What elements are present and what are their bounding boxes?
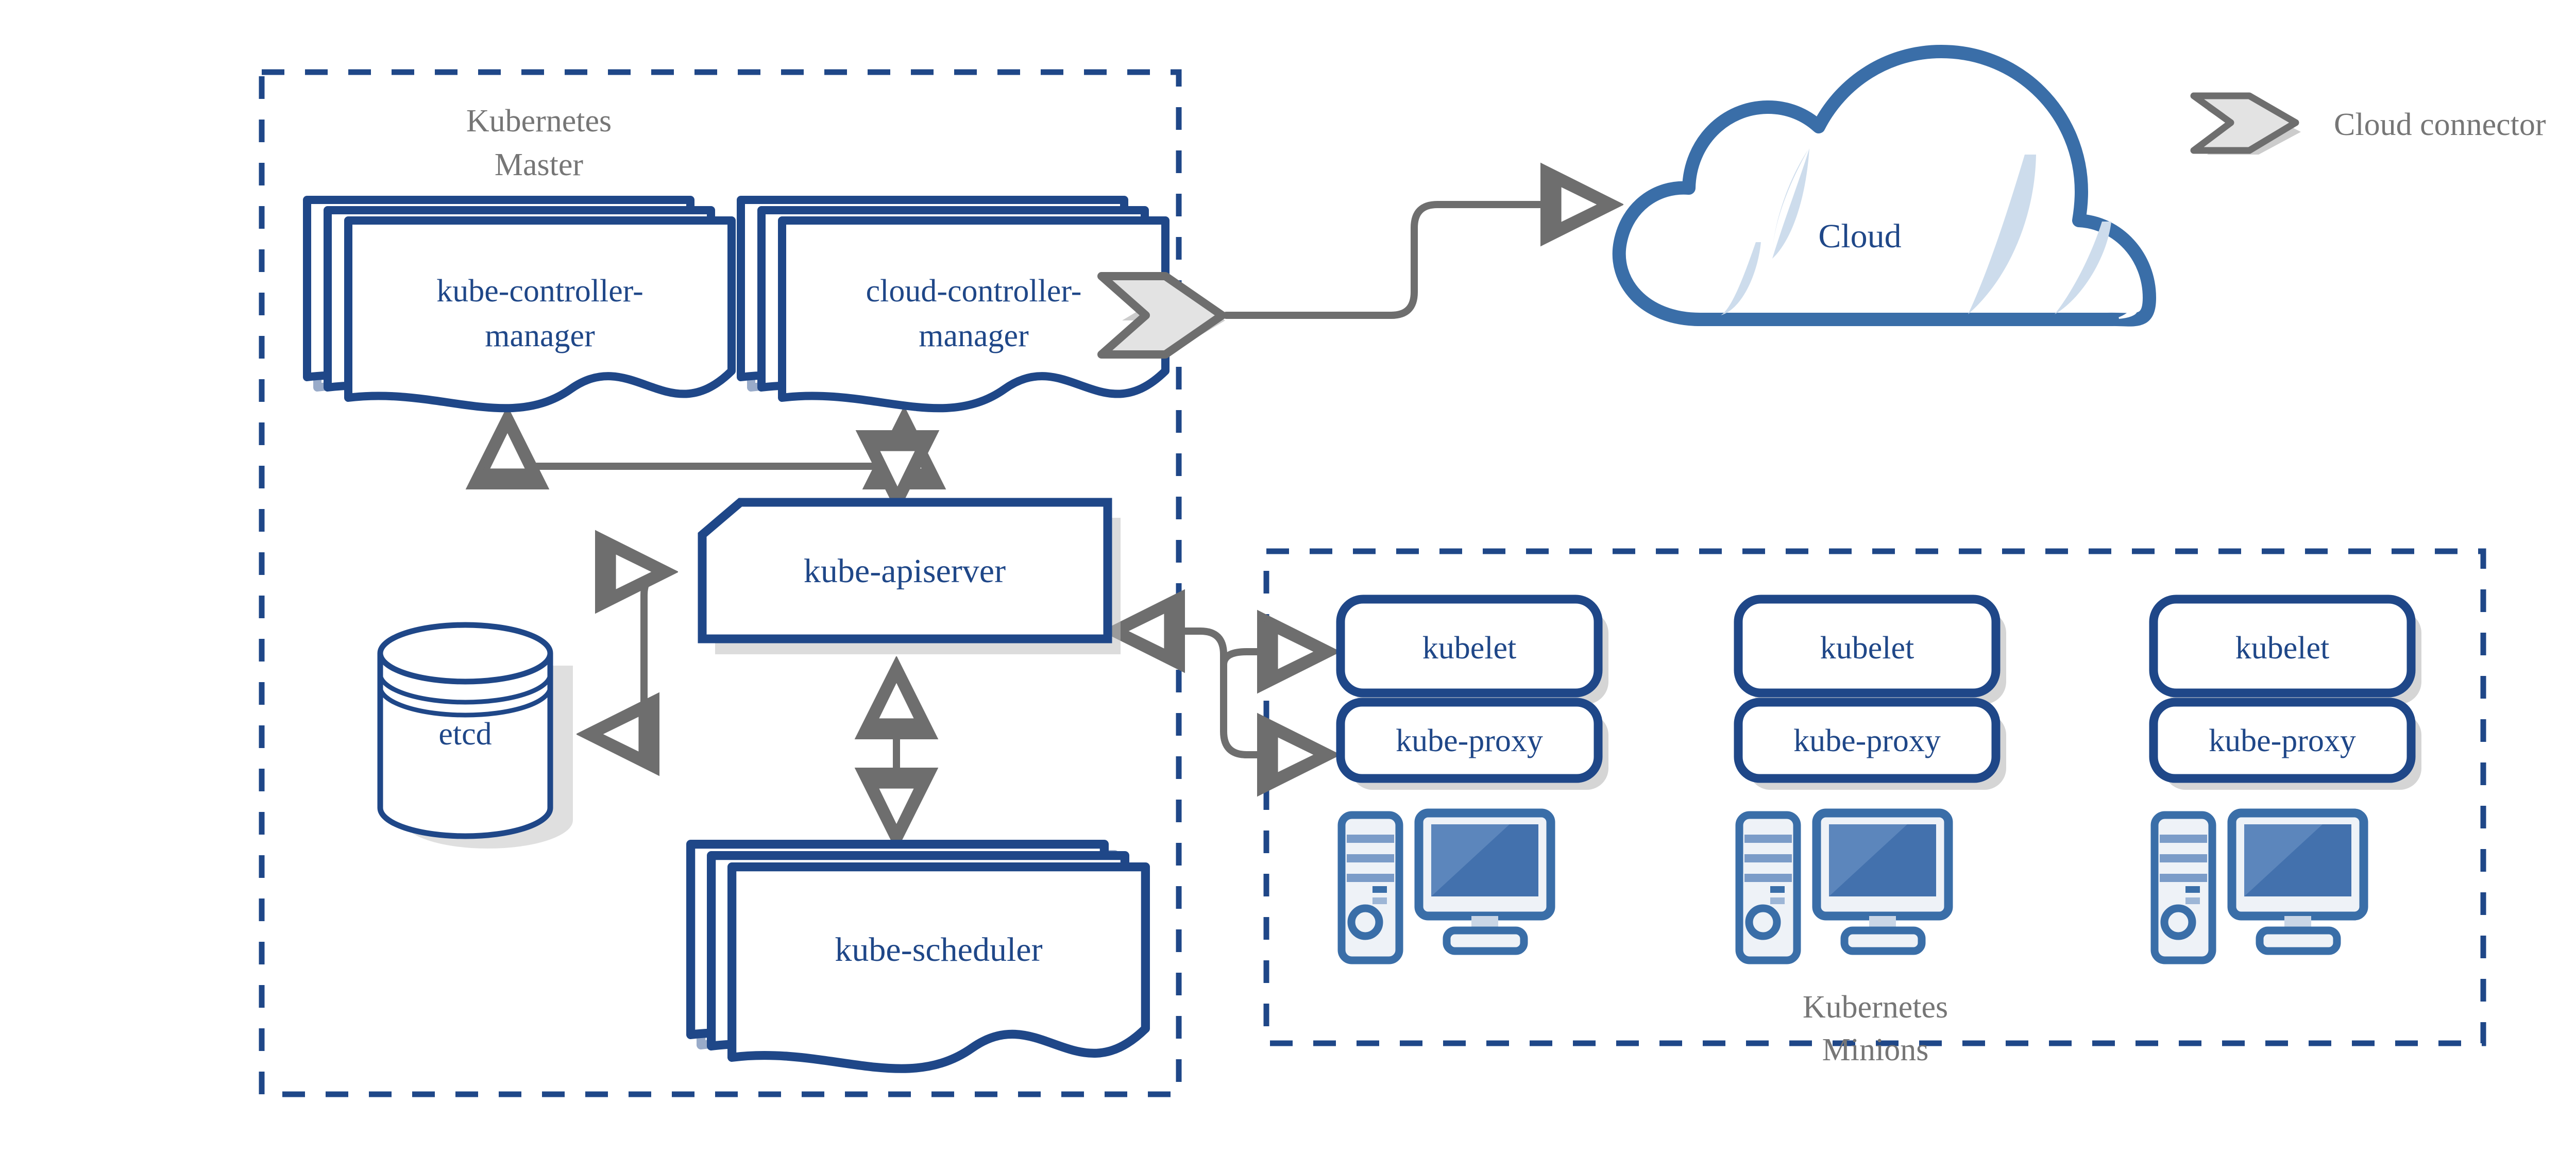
- node2-desktop-computer-icon: [1735, 808, 1953, 964]
- node3-desktop-computer-icon: [2150, 808, 2368, 964]
- etcd-label: etcd: [438, 717, 492, 752]
- kubernetes-master-group: Kubernetes Master: [259, 69, 1182, 1097]
- node1-screen-highlight: [1431, 824, 1510, 896]
- connector-apiserver-to-kubeproxy: [1113, 631, 1329, 755]
- connector-apiserver-to-controllers: [507, 417, 904, 466]
- node1-kubeproxy-label: kube-proxy: [1396, 723, 1543, 758]
- connector-ccm-to-cloud: [1223, 205, 1613, 319]
- cloud-connector-icon[interactable]: [1097, 272, 1226, 359]
- node3-screen-highlight: [2244, 824, 2323, 896]
- cloud-highlight-1b: [1772, 148, 1809, 259]
- node2-tower-band-1: [1744, 835, 1792, 843]
- node1-kubeproxy-box[interactable]: [1336, 698, 1603, 783]
- node2-kubelet-label: kubelet: [1820, 631, 1914, 666]
- cloud-controller-manager-label-line2: manager: [919, 318, 1029, 353]
- legend: Cloud connector: [2190, 92, 2546, 155]
- kube-controller-manager-label-line2: manager: [485, 318, 595, 353]
- node1-desktop-computer-icon: [1337, 808, 1555, 964]
- cloud-controller-manager-label-line1: cloud-controller-: [866, 274, 1082, 309]
- node1-pc-tower: [1337, 811, 1403, 964]
- node1-kubelet-label: kubelet: [1422, 631, 1517, 666]
- node2-tower-band-2: [1744, 854, 1792, 862]
- connector-layer: [507, 205, 1613, 840]
- kube-scheduler-node[interactable]: kube-scheduler: [691, 844, 1146, 1069]
- master-group-border: [259, 69, 1182, 1097]
- node3-tower-band-2: [2160, 854, 2207, 862]
- node2-kubeproxy-box[interactable]: [1734, 698, 2001, 783]
- cloud-controller-manager-node[interactable]: cloud-controller- manager: [741, 200, 1165, 408]
- master-group-label-line2: Master: [495, 147, 584, 182]
- kube-apiserver-node[interactable]: kube-apiserver: [698, 498, 1121, 654]
- node1-tower-band-2: [1347, 854, 1394, 862]
- node1-monitor-base: [1443, 926, 1528, 955]
- legend-cloud-connector-icon: [2190, 92, 2299, 154]
- node1-tower-led-1: [1372, 886, 1387, 893]
- etcd-ring-1: [378, 673, 553, 705]
- node1-tower-band-1: [1347, 835, 1394, 843]
- kube-controller-manager-label-line1: kube-controller-: [436, 274, 643, 309]
- cloud-highlight-4: [2055, 222, 2111, 314]
- minion-node-1[interactable]: kubelet kube-proxy: [1336, 595, 1608, 964]
- minions-group-label-line1: Kubernetes: [1803, 990, 1948, 1025]
- node3-kubeproxy-box[interactable]: [2149, 698, 2416, 783]
- node2-kubeproxy-label: kube-proxy: [1793, 723, 1941, 758]
- apiserver-shape: [698, 498, 1112, 643]
- master-group-label-line1: Kubernetes: [466, 104, 612, 139]
- minion-node-2[interactable]: kubelet kube-proxy: [1734, 595, 2006, 964]
- node3-tower-led-2: [2185, 897, 2200, 904]
- connector-apiserver-to-kubelet: [1220, 652, 1329, 665]
- node1-kubelet-box[interactable]: [1336, 595, 1603, 698]
- node3-monitor-base: [2256, 926, 2341, 955]
- kcm-sheet-front: [348, 221, 732, 408]
- node3-power-button-icon: [2160, 904, 2196, 940]
- node2-tower-led-1: [1770, 886, 1785, 893]
- node3-pc-tower: [2150, 811, 2216, 964]
- node2-pc-tower: [1735, 811, 1801, 964]
- node2-kubelet-box[interactable]: [1734, 595, 2001, 698]
- connector-fork-to-apiserver: [896, 466, 897, 502]
- cloud-highlight-3: [1968, 155, 2036, 314]
- legend-label: Cloud connector: [2334, 107, 2546, 142]
- cloud-node[interactable]: Cloud: [1612, 45, 2156, 327]
- node3-kubelet-label: kubelet: [2235, 631, 2330, 666]
- cloud-outline: [1612, 45, 2156, 327]
- cloud-label: Cloud: [1818, 217, 1901, 255]
- node3-kubeproxy-label: kube-proxy: [2209, 723, 2356, 758]
- node2-monitor-base: [1840, 926, 1926, 955]
- node1-power-button-icon: [1347, 904, 1383, 940]
- kube-scheduler-label: kube-scheduler: [835, 931, 1042, 969]
- kube-apiserver-label: kube-apiserver: [804, 552, 1006, 590]
- node2-tower-led-2: [1770, 897, 1785, 904]
- node1-tower-band-3: [1347, 874, 1394, 882]
- node3-tower-band-1: [2160, 835, 2207, 843]
- kubernetes-minions-group: Kubernetes Minions: [1263, 548, 2486, 1067]
- etcd-top-ellipse: [377, 622, 553, 685]
- kube-controller-manager-node[interactable]: kube-controller- manager: [307, 200, 732, 408]
- node2-power-button-icon: [1745, 904, 1781, 940]
- node3-kubelet-box[interactable]: [2149, 595, 2416, 698]
- cloud-highlight-2: [1721, 242, 1761, 315]
- minions-group-border: [1263, 548, 2486, 1046]
- ccm-sheet-front: [782, 221, 1165, 408]
- node1-tower-led-2: [1372, 897, 1387, 904]
- node3-tower-band-3: [2160, 874, 2207, 882]
- cloud-connector-chevron: [1097, 272, 1226, 359]
- minions-group-label-line2: Minions: [1822, 1032, 1929, 1067]
- connector-apiserver-to-etcd: [587, 572, 667, 734]
- node3-tower-led-1: [2185, 886, 2200, 893]
- etcd-node[interactable]: etcd: [377, 622, 573, 849]
- node2-tower-band-3: [1744, 874, 1792, 882]
- node2-screen-highlight: [1829, 824, 1907, 896]
- etcd-ring-2: [378, 686, 553, 718]
- minion-node-3[interactable]: kubelet kube-proxy: [2149, 595, 2421, 964]
